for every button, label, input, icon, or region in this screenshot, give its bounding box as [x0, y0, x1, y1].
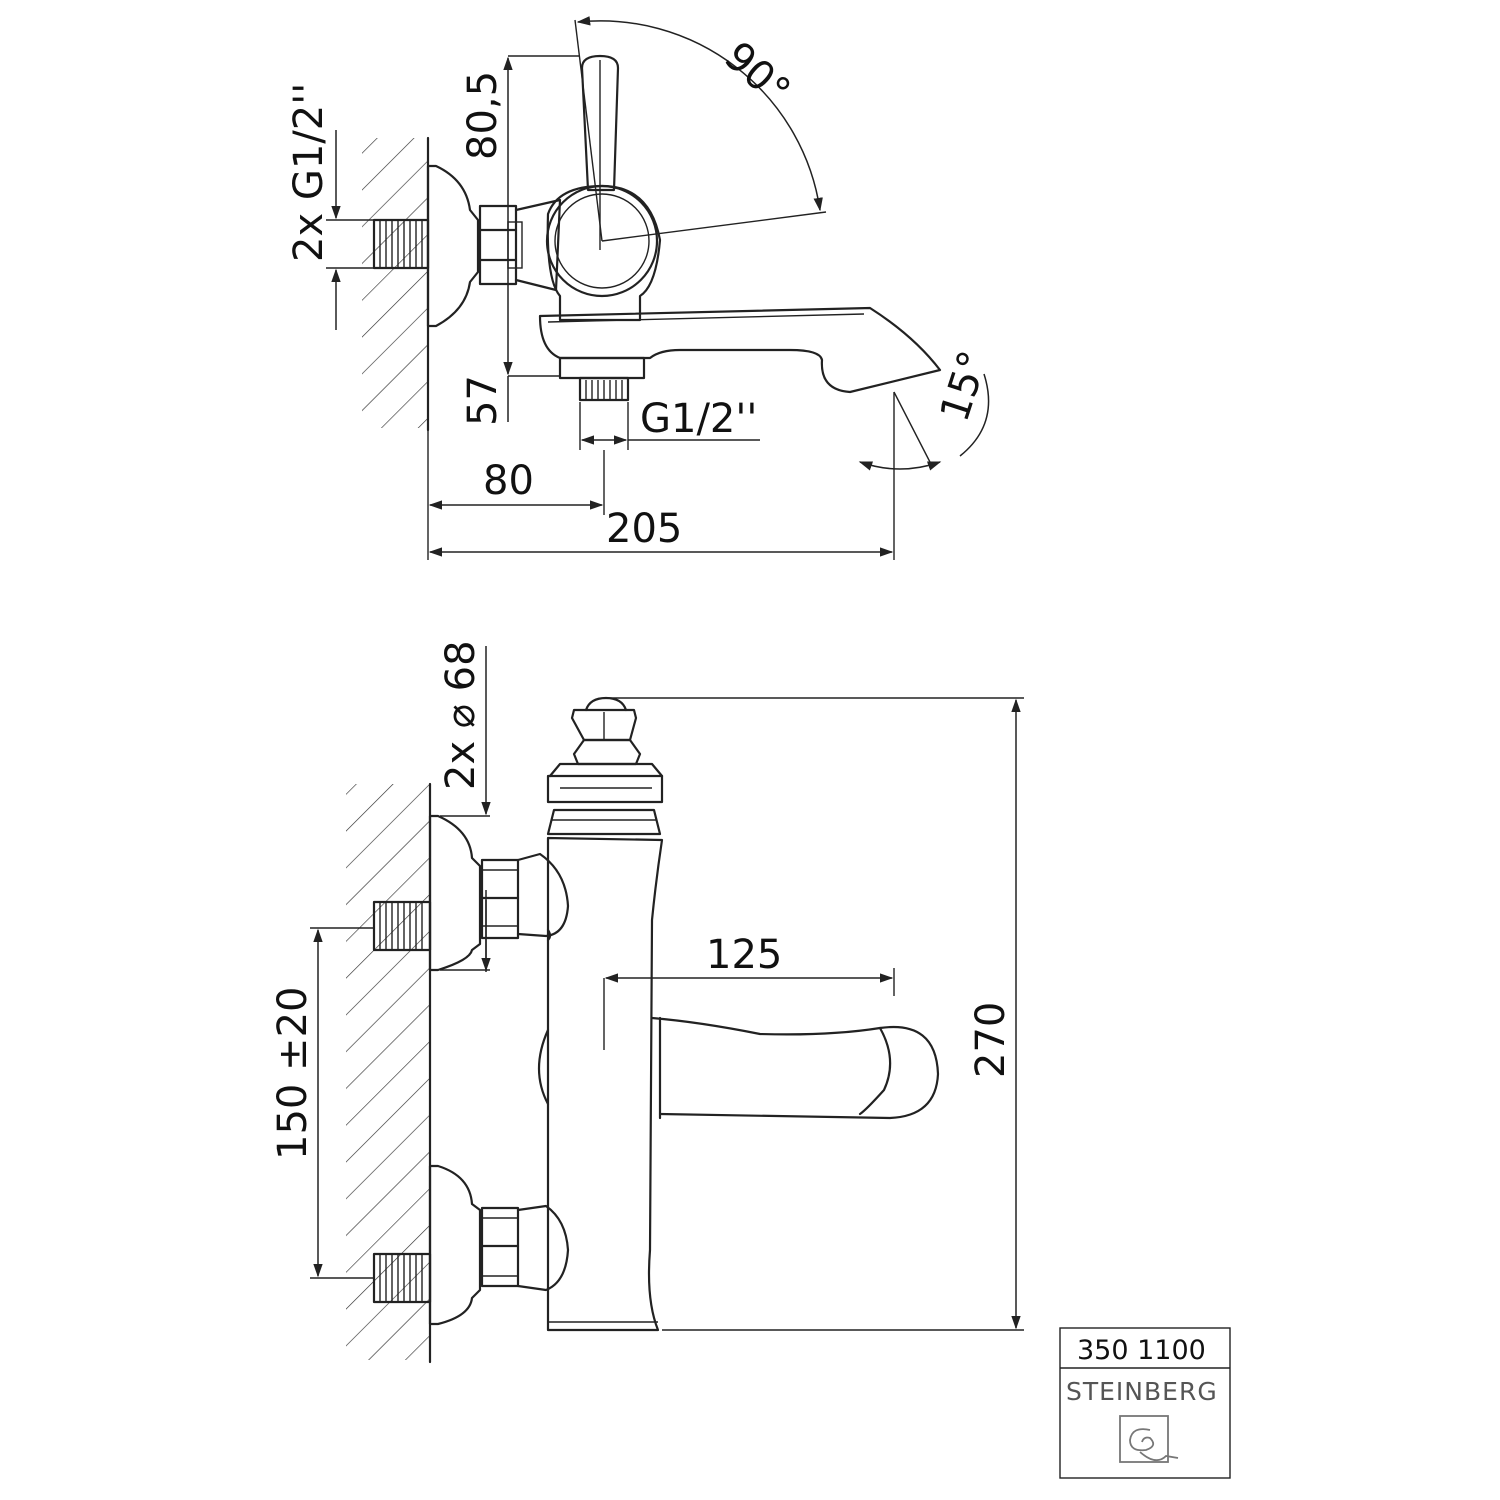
mixer-body-top — [545, 184, 662, 322]
outlet-thread-top — [558, 356, 646, 402]
cartridge-top — [546, 696, 664, 836]
wall-hatch-bottom — [346, 784, 430, 1360]
body-neck-top — [514, 198, 562, 292]
body-column — [546, 836, 664, 1332]
hex-nut-upper — [480, 858, 520, 940]
inlet-spacing-label: 150 ±20 — [270, 987, 316, 1160]
hex-nut-lower — [480, 1206, 520, 1288]
lever-height-label: 80,5 — [460, 71, 506, 160]
wall-hatch-top — [362, 138, 428, 428]
brand-name: STEINBERG — [1066, 1377, 1218, 1406]
side-view: 90° 80,5 57 2x G1/2'' G1/2'' 15° 80 — [286, 16, 997, 560]
connector-upper — [516, 852, 570, 938]
outlet-thread-label: G1/2'' — [640, 396, 757, 442]
article-number: 350 1100 — [1077, 1335, 1206, 1366]
inlet-thread-label: 2x G1/2'' — [286, 83, 332, 262]
flange-upper — [428, 814, 482, 972]
spout-front — [650, 1016, 940, 1120]
total-width-label: 270 — [968, 1002, 1014, 1078]
outlet-height-label: 57 — [460, 375, 506, 426]
flange-diameter-label: 2x ⌀ 68 — [438, 640, 484, 790]
outlet-offset-label: 80 — [483, 458, 534, 504]
connector-lower — [516, 1204, 570, 1292]
angle-lever-label: 90° — [715, 33, 798, 115]
hex-nut-top — [478, 204, 523, 286]
spout-length-label: 125 — [706, 932, 782, 978]
title-block: 350 1100 STEINBERG — [1059, 1327, 1231, 1479]
total-depth-label: 205 — [606, 506, 682, 552]
flange-lower — [428, 1164, 482, 1326]
steinberg-logo-icon — [1119, 1415, 1179, 1463]
front-view: 2x ⌀ 68 150 ±20 125 270 — [270, 640, 1024, 1364]
flange-top — [426, 164, 480, 328]
